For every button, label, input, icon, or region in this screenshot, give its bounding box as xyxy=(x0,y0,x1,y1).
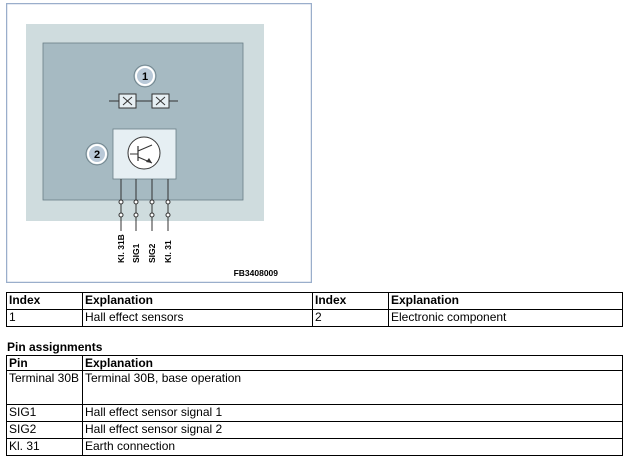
column-header: Explanation xyxy=(388,292,623,310)
index-cell: 2 xyxy=(312,309,389,327)
table-row: SIG2 Hall effect sensor signal 2 xyxy=(6,421,623,439)
pin-table: Pin Explanation Terminal 30B Terminal 30… xyxy=(6,355,623,456)
explanation-cell: Hall effect sensors xyxy=(82,309,313,327)
callout-1-label: 1 xyxy=(142,71,148,83)
column-header: Index xyxy=(6,292,83,310)
column-header: Pin xyxy=(6,355,83,371)
pin-label: Kl. 31 xyxy=(163,240,173,263)
figure-code: FB3408009 xyxy=(234,268,279,278)
explanation-cell: Hall effect sensor signal 1 xyxy=(82,404,623,422)
table-row: Terminal 30B Terminal 30B, base operatio… xyxy=(6,370,623,405)
index-cell: 1 xyxy=(6,309,83,327)
column-header: Explanation xyxy=(82,292,313,310)
pin-cell: Terminal 30B xyxy=(6,370,83,405)
table-row: 1 Hall effect sensors 2 Electronic compo… xyxy=(6,309,623,327)
pin-assignments-title: Pin assignments xyxy=(7,340,103,354)
callout-2: 2 xyxy=(85,142,109,166)
table-row: SIG1 Hall effect sensor signal 1 xyxy=(6,404,623,422)
callout-1: 1 xyxy=(133,64,157,88)
index-table-header: Index Explanation Index Explanation xyxy=(6,292,623,310)
pin-label: SIG2 xyxy=(147,243,157,263)
table-row: Kl. 31 Earth connection xyxy=(6,438,623,456)
callout-2-label: 2 xyxy=(94,149,100,161)
explanation-cell: Earth connection xyxy=(82,438,623,456)
pin-cell: SIG1 xyxy=(6,404,83,422)
electronic-component xyxy=(112,128,177,180)
pin-cell: Kl. 31 xyxy=(6,438,83,456)
transistor-icon xyxy=(127,136,161,170)
column-header: Index xyxy=(312,292,389,310)
pin-table-header: Pin Explanation xyxy=(6,355,623,371)
hall-sensor-x-icon xyxy=(145,93,178,109)
explanation-cell: Terminal 30B, base operation xyxy=(82,370,623,405)
index-table: Index Explanation Index Explanation 1 Ha… xyxy=(6,292,623,327)
explanation-cell: Hall effect sensor signal 2 xyxy=(82,421,623,439)
pin-wires xyxy=(118,179,171,231)
pin-label: SIG1 xyxy=(131,243,141,263)
hall-sensor-x-icon xyxy=(109,93,146,109)
pin-label: Kl. 31B xyxy=(116,234,126,263)
column-header: Explanation xyxy=(82,355,623,371)
sensor-diagram: 1 2 xyxy=(6,3,312,283)
pin-cell: SIG2 xyxy=(6,421,83,439)
explanation-cell: Electronic component xyxy=(388,309,623,327)
